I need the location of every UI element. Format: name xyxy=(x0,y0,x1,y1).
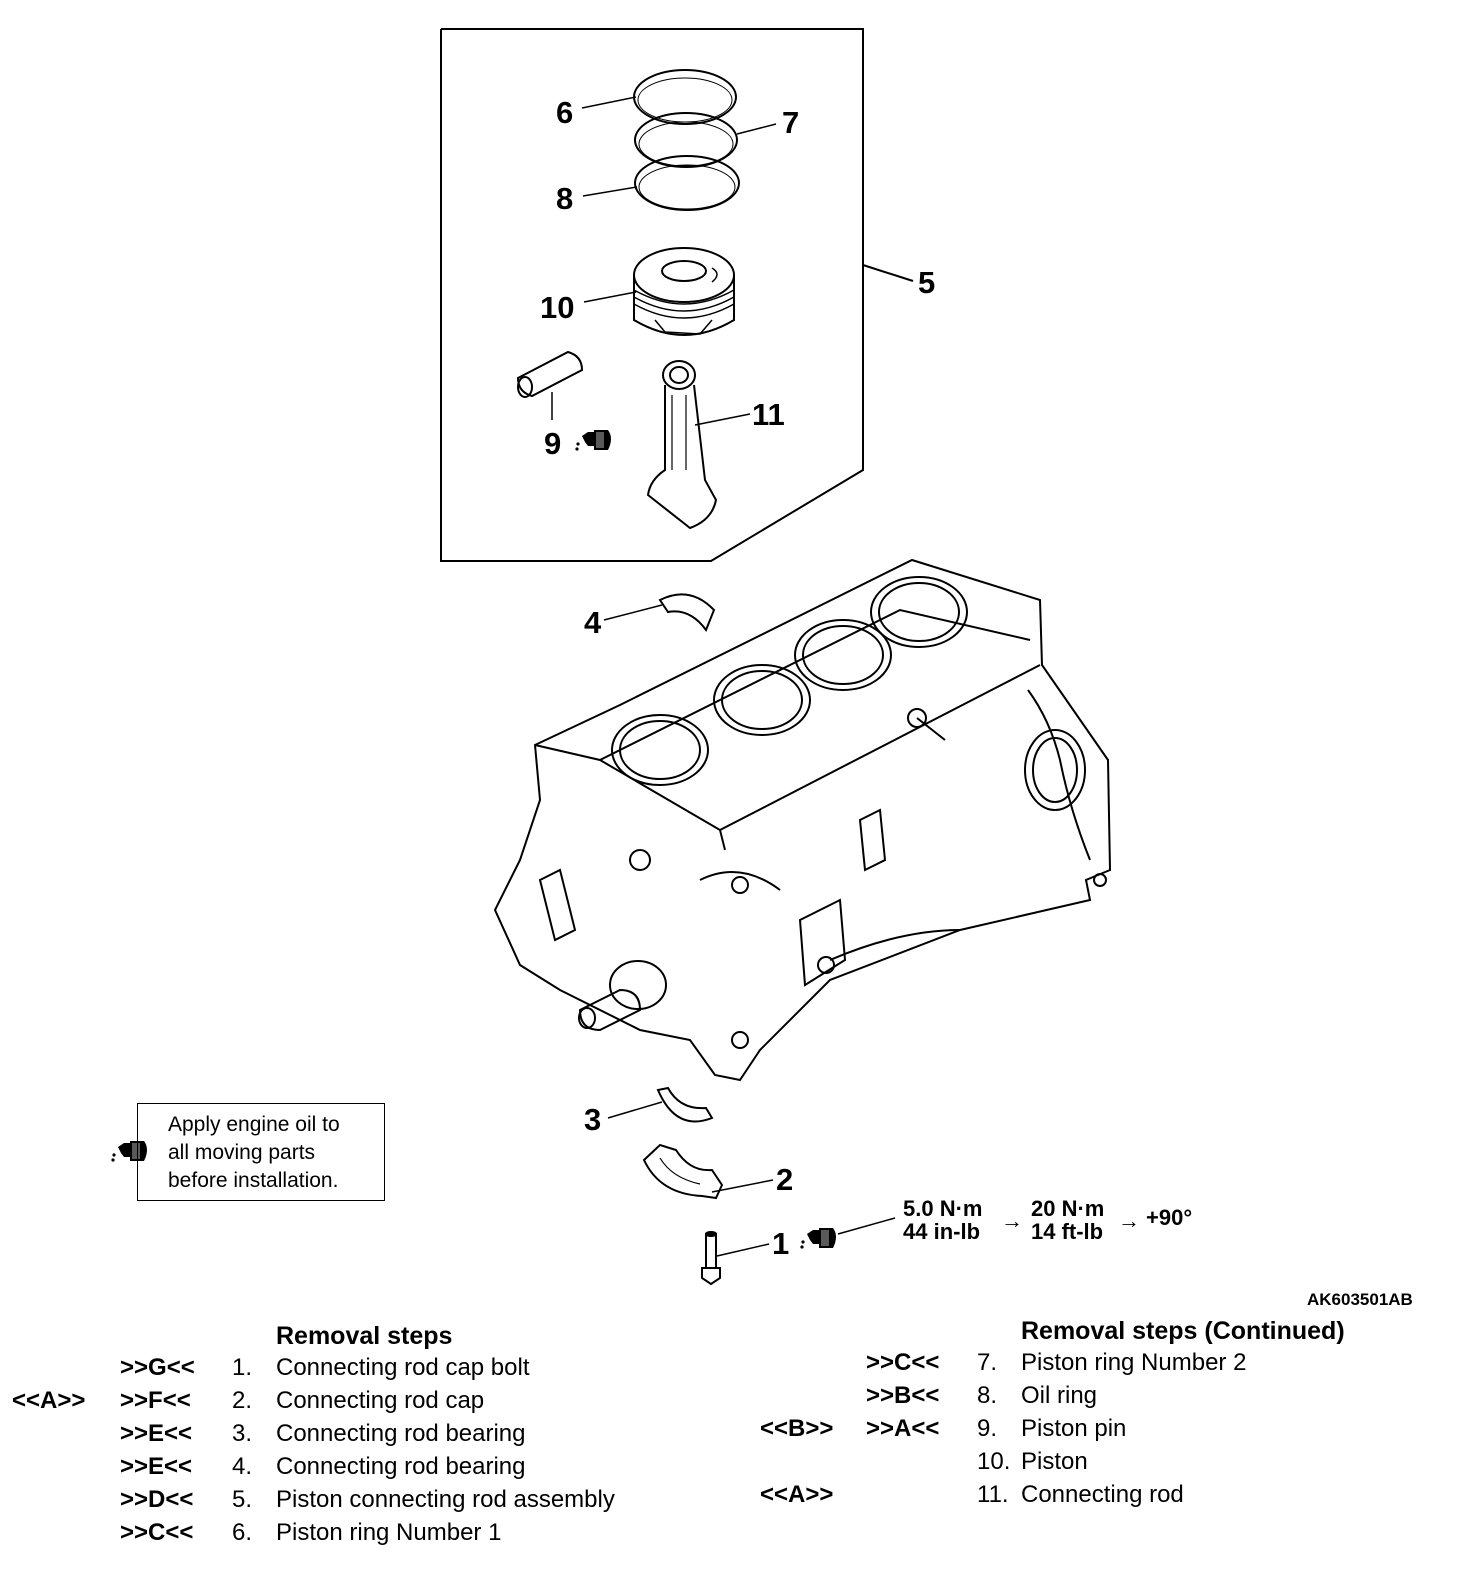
callout-11: 11 xyxy=(752,397,785,432)
step-label: Piston pin xyxy=(1021,1415,1127,1442)
removal-mark: >>E<< xyxy=(120,1453,193,1480)
upper-bearing-drawing xyxy=(603,593,716,633)
install-mark: <<B>> xyxy=(760,1415,834,1442)
note-line-2: all moving parts xyxy=(168,1141,316,1164)
step-label: Connecting rod bearing xyxy=(276,1420,526,1447)
note-line-3: before installation. xyxy=(168,1169,339,1192)
torque-stage2: 20 N·m 14 ft-lb xyxy=(1031,1197,1104,1243)
step-label: Piston ring Number 1 xyxy=(276,1519,502,1546)
install-mark: <<A>> xyxy=(12,1387,86,1414)
step-number: 1. xyxy=(232,1354,253,1381)
oil-application-note: Apply engine oil to all moving parts bef… xyxy=(137,1103,385,1201)
cylinder-block-drawing xyxy=(493,558,1112,1082)
piston-drawing xyxy=(633,247,735,336)
callout-4: 4 xyxy=(584,605,602,640)
ring-leader-lines xyxy=(581,96,777,197)
torque-stage1-imperial: 44 in-lb xyxy=(903,1219,981,1245)
lower-bearing-drawing xyxy=(607,1086,714,1123)
step-number: 3. xyxy=(232,1420,253,1447)
torque-stage1-metric: 5.0 N·m xyxy=(903,1196,983,1221)
step-number: 11. xyxy=(977,1481,1009,1508)
callout-5: 5 xyxy=(918,265,936,300)
removal-mark: >>E<< xyxy=(120,1420,193,1447)
step-label: Connecting rod cap xyxy=(276,1387,485,1414)
rod-cap-drawing xyxy=(642,1143,774,1200)
step-label: Piston xyxy=(1021,1448,1088,1475)
step-label: Connecting rod cap bolt xyxy=(276,1354,530,1381)
callout-2: 2 xyxy=(776,1162,794,1197)
note-text: Apply engine oil to all moving parts bef… xyxy=(168,1111,340,1195)
rod-cap-bolt-drawing xyxy=(701,1231,770,1286)
step-number: 7. xyxy=(977,1349,998,1376)
step-number: 10. xyxy=(977,1448,1011,1475)
removal-mark: >>D<< xyxy=(120,1486,194,1513)
removal-mark: >>A<< xyxy=(866,1415,940,1442)
step-label: Oil ring xyxy=(1021,1382,1098,1409)
step-label: Connecting rod bearing xyxy=(276,1453,526,1480)
connecting-rod-drawing xyxy=(646,360,718,530)
callout-3: 3 xyxy=(584,1102,602,1137)
callout-10: 10 xyxy=(540,290,575,325)
oil-can-icon-1 xyxy=(800,1228,836,1249)
step-label: Connecting rod xyxy=(1021,1481,1184,1508)
torque-arrow-2: → xyxy=(1118,1208,1140,1233)
step-label: Piston ring Number 2 xyxy=(1021,1349,1247,1376)
removal-mark: >>G<< xyxy=(120,1354,195,1381)
callout-1: 1 xyxy=(772,1226,790,1261)
oil-can-icon-9 xyxy=(575,430,611,451)
step-label: Piston connecting rod assembly xyxy=(276,1486,615,1513)
step-number: 2. xyxy=(232,1387,253,1414)
torque-stage2-metric: 20 N·m xyxy=(1031,1196,1105,1221)
install-mark: <<A>> xyxy=(760,1481,834,1508)
torque-stage1: 5.0 N·m 44 in-lb xyxy=(903,1197,982,1243)
step-number: 6. xyxy=(232,1519,253,1546)
callout-7: 7 xyxy=(782,105,800,140)
removal-mark: >>B<< xyxy=(866,1382,940,1409)
removal-mark: >>C<< xyxy=(120,1519,194,1546)
step-number: 8. xyxy=(977,1382,998,1409)
note-line-1: Apply engine oil to xyxy=(168,1113,340,1136)
torque-final-angle: +90° xyxy=(1146,1205,1193,1230)
torque-arrow-1: → xyxy=(1001,1208,1023,1233)
piston-rings xyxy=(633,69,740,211)
callout-8: 8 xyxy=(556,181,574,216)
figure-code: AK603501AB xyxy=(1307,1290,1413,1309)
step-number: 5. xyxy=(232,1486,253,1513)
step-number: 9. xyxy=(977,1415,998,1442)
removal-mark: >>C<< xyxy=(866,1349,940,1376)
removal-steps-heading: Removal steps xyxy=(276,1322,453,1350)
step-number: 4. xyxy=(232,1453,253,1480)
removal-mark: >>F<< xyxy=(120,1387,191,1414)
callout-6: 6 xyxy=(556,95,574,130)
piston-assembly-box xyxy=(440,28,914,562)
callout-9: 9 xyxy=(544,426,562,461)
piston-pin-drawing xyxy=(516,350,584,420)
torque-stage2-imperial: 14 ft-lb xyxy=(1031,1219,1104,1245)
removal-steps-continued-heading: Removal steps (Continued) xyxy=(1021,1317,1345,1345)
